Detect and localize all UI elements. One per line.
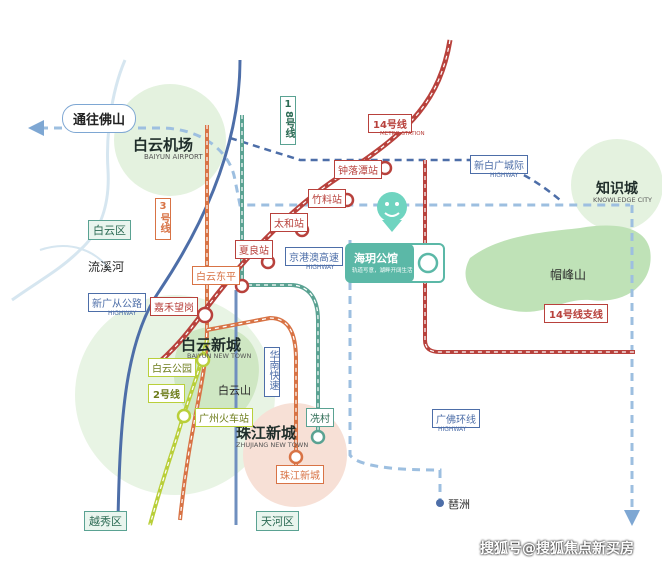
jinggangao-highway-en: HIGHWAY: [306, 264, 335, 271]
line3-track-inner: [179, 125, 208, 521]
line3-south-inner: [206, 317, 297, 470]
station-jiahe-wanggang-marker[interactable]: [196, 306, 214, 324]
station-zhujiang-label: 珠江新城: [276, 465, 324, 484]
line3-track: [178, 125, 209, 521]
airport-area: [114, 84, 226, 196]
knowledge-city-en-label: KNOWLEDGE CITY: [593, 196, 653, 204]
yuexiu-district-label: 越秀区: [84, 511, 127, 531]
airport-en-label: BAIYUN AIRPORT: [144, 153, 203, 161]
baiyun-new-town-en-label: BAIYUN NEW TOWN: [187, 352, 252, 360]
project-pin[interactable]: [377, 192, 407, 232]
project-subtitle: 轨道写意，湖畔开阔生活: [352, 268, 413, 274]
baiyun-mountain-label: 白云山: [218, 384, 251, 397]
guangfo-highway-en: HIGHWAY: [438, 426, 467, 433]
line2-label: 2号线: [148, 384, 185, 403]
xinguangcong-label: 新广从公路: [88, 293, 146, 312]
watermark: 搜狐号@搜狐焦点新买房: [480, 541, 634, 557]
line14-branch-label: 14号线支线: [544, 304, 608, 323]
maofeng-mountain-area: [465, 225, 651, 312]
knowledge-city-area: [571, 139, 662, 231]
line14-metro-label: METRO STATION: [380, 131, 425, 137]
jinggangao-label: 京港澳高速: [285, 247, 343, 266]
project-name[interactable]: 海玥公馆: [354, 252, 398, 265]
foshan-highway: [40, 126, 630, 207]
to-foshan-label: 通往佛山: [62, 104, 137, 133]
guangfo-ring-label: 广佛环线: [432, 409, 480, 428]
station-xialiang-label: 夏良站: [235, 240, 273, 259]
project-pin-head: [377, 192, 407, 222]
baiyun-mountain-area: [173, 326, 259, 424]
station-xiancun-marker[interactable]: [310, 429, 326, 445]
station-baiyun-park-label: 白云公园: [148, 358, 196, 377]
zhujiang-new-town-label: 珠江新城: [236, 424, 297, 442]
line18-label-a: 1: [284, 99, 292, 110]
zhujiang-new-town-en-label: ZHUJIANG NEW TOWN: [236, 441, 309, 449]
line3-label: 3 号线: [155, 198, 171, 240]
station-baiyun-park-marker[interactable]: [195, 352, 211, 368]
xinbaiyun-intercity-label: 新白广城际: [470, 155, 528, 174]
station-zhongluotan-label: 钟落潭站: [334, 160, 382, 179]
blue-rail-line: [116, 59, 242, 521]
line18-label-b: 8号线: [283, 111, 294, 138]
line3-label-b: 号线: [158, 213, 169, 233]
baiyun-district-label: 白云区: [88, 220, 131, 240]
line3-label-a: 3: [159, 201, 167, 212]
liuxi-river-label: 流溪河: [88, 260, 125, 274]
huanan-label-text: 华南快速: [267, 350, 278, 390]
baiyun-new-town-label: 白云新城: [181, 336, 242, 354]
airport-label: 白云机场: [133, 136, 194, 154]
foshan-arrow: [28, 120, 44, 136]
station-guangzhou-station-marker[interactable]: [176, 408, 192, 424]
pazhou-marker[interactable]: [436, 499, 444, 507]
station-jiahe-wanggang-label: 嘉禾望岗: [150, 297, 198, 316]
tianhe-district-label: 天河区: [256, 511, 299, 531]
station-zhuliao-label: 竹料站: [308, 189, 346, 208]
station-guangzhou-station-label: 广州火车站: [195, 408, 253, 427]
station-xiancun-label: 冼村: [306, 408, 334, 427]
line14-track-inner: [149, 39, 451, 371]
line14-label: 14号线: [368, 114, 412, 133]
station-baiyun-dongping-label: 白云东平: [192, 266, 240, 285]
maofeng-mountain-label: 帽峰山: [550, 268, 587, 282]
river-branch: [39, 245, 111, 271]
pazhou-label: 琶洲: [448, 498, 470, 511]
xinguangcong-highway-en: HIGHWAY: [108, 310, 137, 317]
xinbaiyun-highway-en: HIGHWAY: [490, 172, 519, 179]
line18-track-inner: [241, 115, 319, 440]
knowledge-city-label: 知识城: [596, 181, 638, 197]
south-arrow: [624, 510, 640, 526]
guangfo-ring-highway: [348, 240, 442, 505]
line14-branch-inner: [424, 160, 635, 353]
station-zhujiang-marker[interactable]: [288, 449, 304, 465]
line18-label: 1 8号线: [280, 96, 296, 145]
huanan-label: 华南快速: [264, 347, 280, 397]
station-taihe-label: 太和站: [270, 213, 308, 232]
